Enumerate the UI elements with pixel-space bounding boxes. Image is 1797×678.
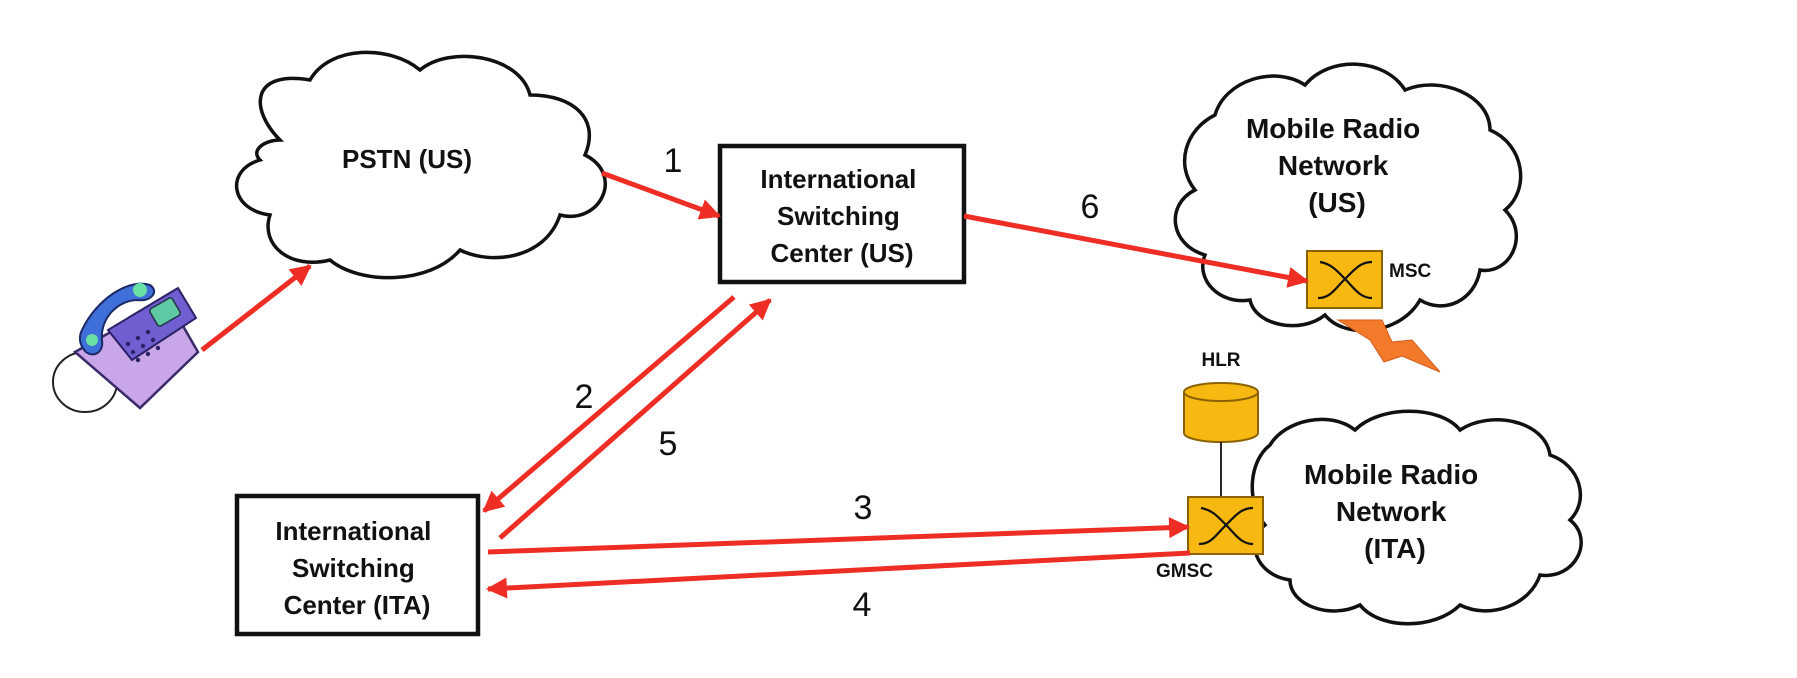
hlr-label: HLR: [1201, 350, 1240, 371]
msc-label: MSC: [1389, 261, 1432, 282]
msc-switch-icon: [1306, 250, 1383, 309]
arrow-step-1: [601, 170, 721, 220]
isc-ita-label-line3: Center (ITA): [284, 590, 431, 620]
arrow-step-5: [498, 298, 772, 540]
step-3-label: 3: [854, 489, 873, 527]
svg-text:Mobile Radio Network: Mobile Radio Network (US): [1246, 113, 1428, 218]
mobile-network-ita-line2: Network: [1336, 496, 1447, 527]
mobile-network-ita-cloud: Mobile Radio Network (ITA): [1250, 409, 1583, 626]
mobile-network-us-line2: Network: [1278, 150, 1389, 181]
step-4-label: 4: [853, 586, 872, 624]
gmsc-label: GMSC: [1156, 561, 1213, 582]
isc-us-label-line3: Center (US): [770, 238, 913, 268]
isc-ita-label-line2: Switching: [292, 553, 415, 583]
isc-us-label-line2: Switching: [777, 201, 900, 231]
arrow-step-4: [485, 550, 1191, 599]
arrow-phone-to-pstn: [200, 264, 312, 352]
isc-ita-box: International Switching Center (ITA): [234, 493, 481, 637]
step-5-label: 5: [659, 425, 678, 463]
step-2-label: 2: [575, 378, 594, 416]
svg-text:Mobile Radio Network: Mobile Radio Network (ITA): [1304, 459, 1486, 564]
pstn-us-cloud: PSTN (US): [234, 50, 607, 280]
arrow-step-3: [487, 517, 1191, 555]
telephone-icon: [52, 282, 200, 413]
mobile-network-us-line1: Mobile Radio: [1246, 113, 1420, 144]
step-1-label: 1: [664, 142, 683, 180]
step-6-label: 6: [1081, 188, 1100, 226]
lightning-icon: [1336, 319, 1441, 373]
isc-ita-label-line1: International: [275, 516, 431, 546]
svg-text:International Switching: International Switching Center (ITA): [275, 516, 438, 620]
mobile-network-ita-line3: (ITA): [1364, 533, 1426, 564]
isc-us-box: International Switching Center (US): [717, 143, 967, 285]
mobile-network-ita-line1: Mobile Radio: [1304, 459, 1478, 490]
pstn-us-label: PSTN (US): [342, 144, 472, 174]
gmsc-switch-icon: [1187, 496, 1264, 555]
mobile-network-us-cloud: Mobile Radio Network (US): [1173, 62, 1523, 333]
isc-us-label-line1: International: [760, 164, 916, 194]
arrow-step-6: [963, 213, 1310, 288]
hlr-database-icon: [1183, 382, 1259, 443]
arrow-step-2: [482, 295, 736, 513]
mobile-network-us-line3: (US): [1308, 187, 1366, 218]
svg-text:International Switching: International Switching Center (US): [760, 164, 923, 268]
